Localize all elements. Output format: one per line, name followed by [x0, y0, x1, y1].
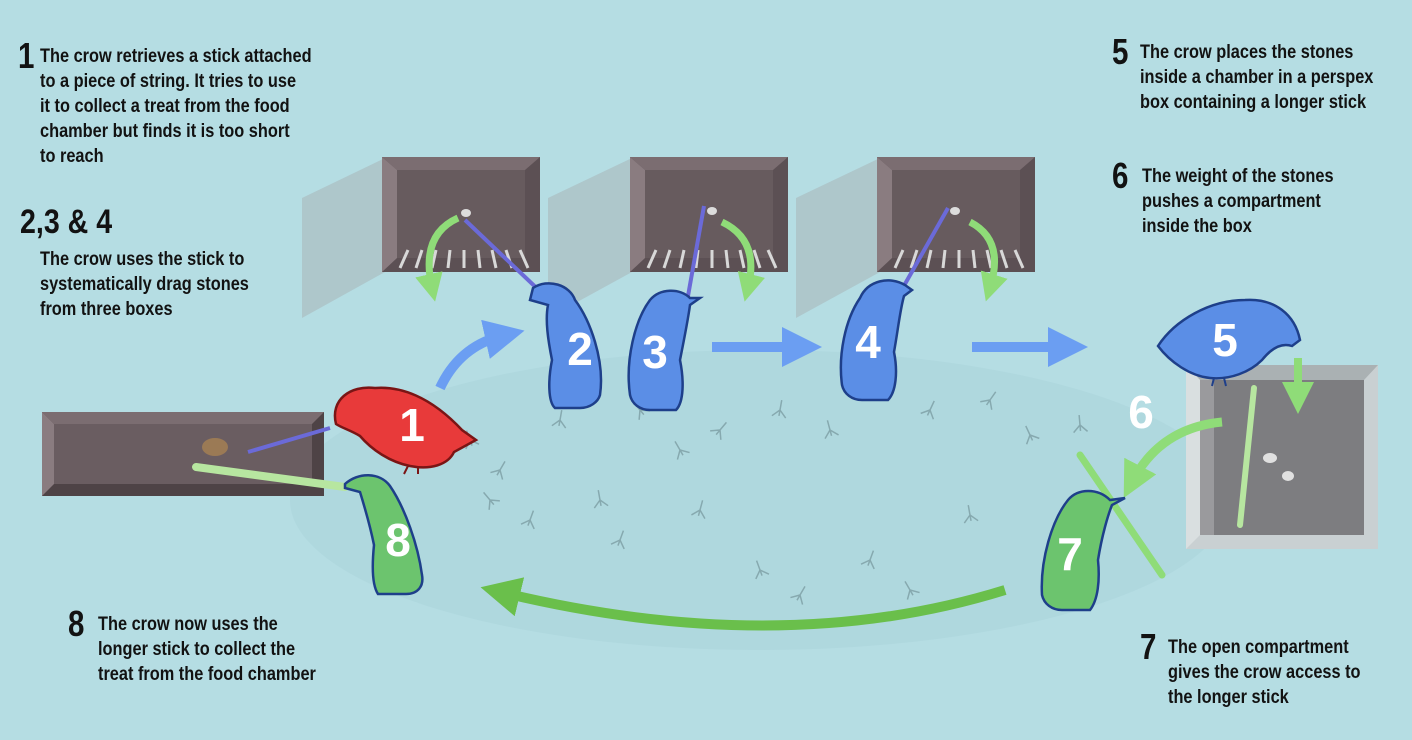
- crow-3-label: 3: [642, 326, 668, 378]
- step-8-line: treat from the food chamber: [98, 664, 316, 685]
- step-234-number: 2,3 & 4: [20, 203, 113, 241]
- long-stick-used: [192, 463, 349, 491]
- arrow-7-to-8: [480, 577, 1007, 631]
- step-6-line: The weight of the stones: [1142, 166, 1334, 187]
- stick-3: [686, 205, 706, 297]
- crow-2-label: 2: [567, 323, 593, 375]
- step-234-caption: 2,3 & 4 The crow uses the stick to syste…: [20, 205, 283, 322]
- step-7-caption: 7 The open compartment gives the crow ac…: [1140, 629, 1392, 710]
- step-1-line: to a piece of string. It tries to use: [40, 71, 297, 92]
- crow-5-label: 5: [1212, 314, 1238, 366]
- step-8-caption: 8 The crow now uses the longer stick to …: [68, 606, 351, 687]
- arrow-1-to-2: [435, 319, 525, 391]
- step-6-caption: 6 The weight of the stones pushes a comp…: [1112, 158, 1365, 239]
- crow-1-label: 1: [399, 399, 425, 451]
- short-stick: [247, 426, 331, 454]
- step-234-line: The crow uses the stick to: [40, 249, 245, 270]
- step-8-line: The crow now uses the: [98, 614, 278, 635]
- crow-4-label: 4: [855, 316, 881, 368]
- step-6-number: 6: [1112, 155, 1128, 196]
- step-7-line: gives the crow access to: [1168, 662, 1361, 683]
- crow-4: 4: [839, 279, 915, 402]
- step-1-line: to reach: [40, 146, 104, 167]
- floor-area: [290, 350, 1230, 650]
- step-1-line: chamber but finds it is too short: [40, 121, 290, 142]
- step-7-number: 7: [1140, 626, 1156, 667]
- step-5-number: 5: [1112, 31, 1128, 72]
- food-chamber: [42, 412, 324, 496]
- step-6-line: pushes a compartment: [1142, 191, 1321, 212]
- step-5-line: box containing a longer stick: [1140, 92, 1367, 113]
- crow-5: 5: [1156, 298, 1302, 387]
- arrow-compartment: [1123, 417, 1223, 498]
- long-stick-in-box: [1237, 385, 1257, 528]
- step-6-line: inside the box: [1142, 216, 1252, 237]
- step-8-line: longer stick to collect the: [98, 639, 296, 660]
- step-1-caption: 1 The crow retrieves a stick attached to…: [18, 38, 356, 169]
- step-8-number: 8: [68, 603, 84, 644]
- crow-2: 2: [528, 282, 603, 410]
- stick-2: [463, 218, 547, 298]
- step-234-line: systematically drag stones: [40, 274, 249, 295]
- step-1-number: 1: [18, 35, 34, 76]
- long-stick: [1076, 451, 1166, 579]
- crow-8-label: 8: [385, 514, 411, 566]
- step-7-line: The open compartment: [1168, 637, 1349, 658]
- step-7-line: the longer stick: [1168, 687, 1289, 708]
- step-5-line: The crow places the stones: [1140, 42, 1354, 63]
- step-1-line: it to collect a treat from the food: [40, 96, 290, 117]
- crow-8: 8: [343, 474, 424, 596]
- crow-1: 1: [333, 386, 479, 475]
- crow-7-label: 7: [1057, 528, 1083, 580]
- step-234-line: from three boxes: [40, 299, 173, 320]
- treat: [202, 438, 228, 456]
- step-1-line: The crow retrieves a stick attached: [40, 46, 312, 67]
- stone-box-2: [548, 157, 788, 318]
- step-6-label: 6: [1128, 386, 1154, 438]
- stone-box-3: [796, 157, 1035, 318]
- stone-box-1: [302, 157, 540, 318]
- stick-4: [903, 207, 950, 285]
- step-5-caption: 5 The crow places the stones inside a ch…: [1112, 34, 1411, 115]
- perspex-box: [1186, 365, 1378, 549]
- step-5-line: inside a chamber in a perspex: [1140, 67, 1374, 88]
- crow-7: 7: [1040, 489, 1126, 612]
- crow-3: 3: [627, 289, 704, 412]
